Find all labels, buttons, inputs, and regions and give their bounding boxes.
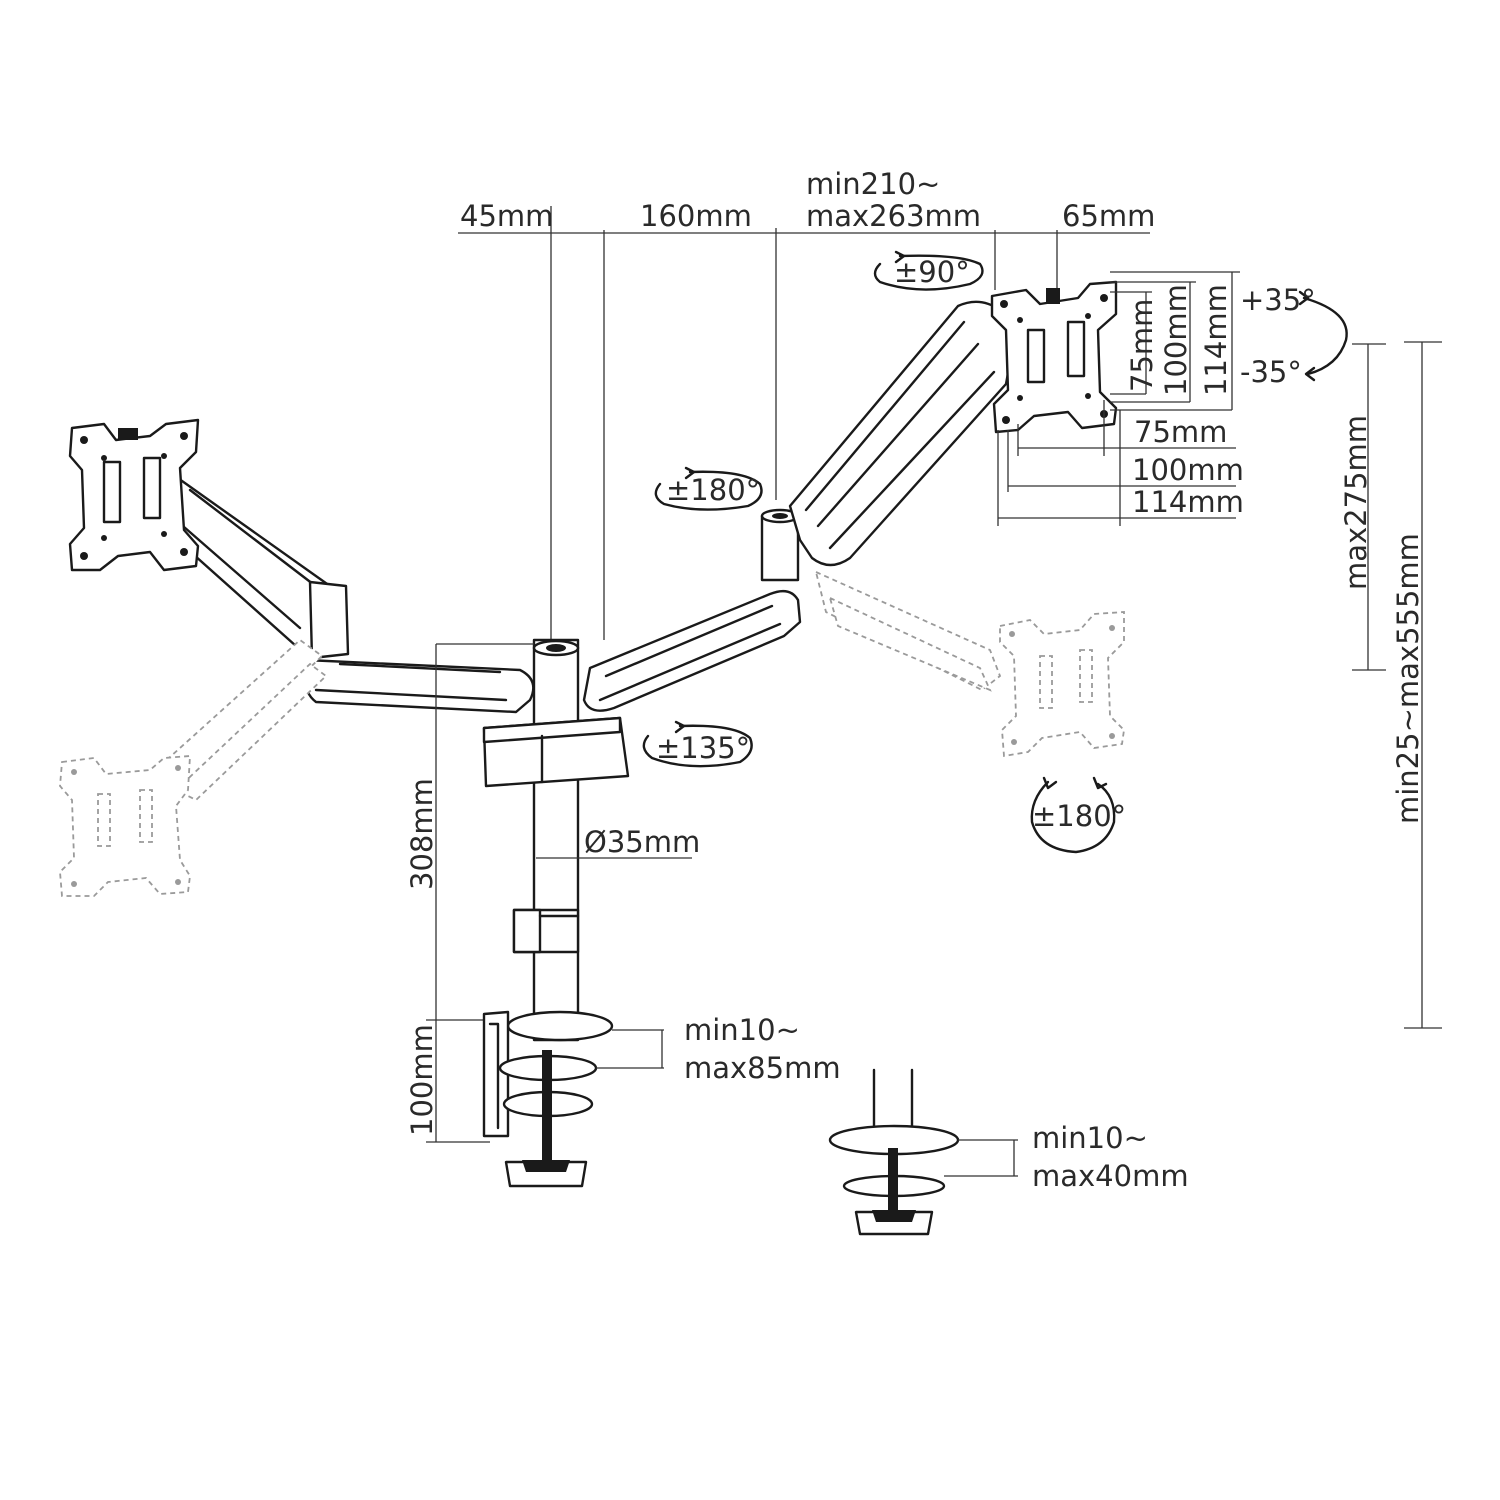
right-elbow-joint bbox=[760, 508, 800, 582]
label-clamp-height: 100mm bbox=[405, 1024, 439, 1136]
left-upper-arm bbox=[164, 474, 350, 660]
label-grommet-min: min10~ bbox=[1032, 1121, 1148, 1155]
label-rotate-90: ±90° bbox=[894, 255, 970, 289]
label-vesa-100-horizontal: 100mm bbox=[1132, 453, 1244, 487]
label-tilt-plus: +35° bbox=[1240, 283, 1316, 317]
left-ghost-position bbox=[59, 638, 328, 897]
label-clamp-min: min10~ bbox=[684, 1013, 800, 1047]
right-lower-arm bbox=[582, 589, 802, 712]
label-clamp-max: max85mm bbox=[684, 1051, 841, 1085]
pole bbox=[532, 638, 580, 1042]
label-max263mm: max263mm bbox=[806, 199, 981, 233]
label-rotate-135: ±135° bbox=[656, 731, 750, 765]
label-vesa-75-horizontal: 75mm bbox=[1134, 415, 1227, 449]
label-vesa-75-vertical: 75mm bbox=[1125, 299, 1159, 392]
right-upper-arm bbox=[788, 300, 1016, 567]
label-grommet-max: max40mm bbox=[1032, 1159, 1189, 1193]
grommet-mount bbox=[828, 1068, 1018, 1236]
c-clamp bbox=[482, 1010, 664, 1188]
height-dimension-lines bbox=[1352, 341, 1442, 1029]
rotation-arrows bbox=[642, 250, 1348, 854]
label-tilt-minus: -35° bbox=[1240, 355, 1302, 389]
vesa-dimension-lines bbox=[997, 271, 1240, 526]
label-vesa-114-horizontal: 114mm bbox=[1132, 485, 1244, 519]
label-max275mm: max275mm bbox=[1339, 415, 1373, 590]
left-lower-arm bbox=[303, 658, 535, 714]
label-vesa-100-vertical: 100mm bbox=[1159, 284, 1193, 396]
label-pole-diameter: Ø35mm bbox=[584, 825, 700, 859]
arm-collar bbox=[482, 716, 630, 788]
label-45mm: 45mm bbox=[460, 199, 553, 233]
label-65mm: 65mm bbox=[1062, 199, 1155, 233]
right-vesa-plate bbox=[990, 280, 1118, 434]
label-pole-height: 308mm bbox=[405, 778, 439, 890]
label-rotate-180-top: ±180° bbox=[666, 473, 760, 507]
left-vesa-plate bbox=[68, 418, 200, 572]
label-min210: min210~ bbox=[806, 167, 940, 201]
label-160mm: 160mm bbox=[640, 199, 752, 233]
label-vesa-114-vertical: 114mm bbox=[1199, 284, 1233, 396]
label-rotate-180-bottom: ±180° bbox=[1032, 799, 1126, 833]
top-dimension-lines bbox=[458, 206, 1150, 640]
right-ghost-position bbox=[814, 570, 1125, 758]
label-height-range: min25~max555mm bbox=[1391, 533, 1425, 824]
cable-clip bbox=[512, 908, 580, 954]
pole-height-dimension bbox=[426, 643, 692, 1143]
